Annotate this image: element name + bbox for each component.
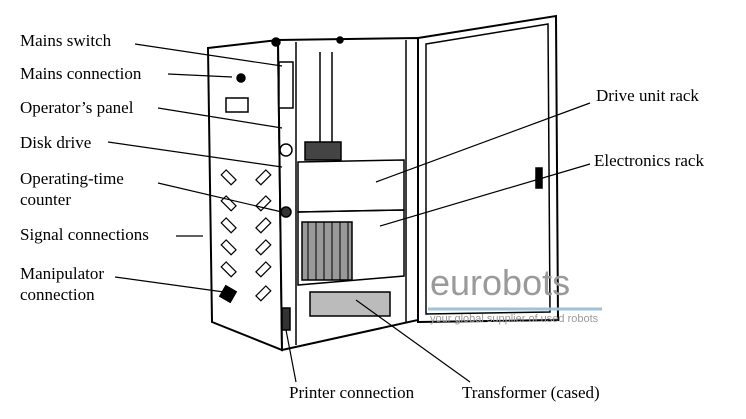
label-line-1: Operating-time bbox=[20, 169, 124, 188]
leader-lines bbox=[107, 43, 591, 383]
signal-connectors bbox=[220, 169, 272, 302]
label-transformer: Transformer (cased) bbox=[462, 383, 600, 402]
label-mains-switch: Mains switch bbox=[20, 31, 112, 50]
label-line-1: Manipulator bbox=[20, 264, 105, 283]
label-line-2: counter bbox=[20, 190, 71, 209]
label-drive-unit-rack: Drive unit rack bbox=[596, 86, 699, 105]
label-mains-connection: Mains connection bbox=[20, 64, 142, 83]
watermark-tagline: your global supplier of used robots bbox=[430, 313, 599, 325]
label-operators-panel: Operator’s panel bbox=[20, 98, 134, 117]
cabinet-door bbox=[417, 14, 560, 324]
label-line-2: connection bbox=[20, 285, 95, 304]
label-operating-time-counter: Operating-time counter bbox=[20, 168, 124, 210]
label-signal-connections: Signal connections bbox=[20, 225, 149, 244]
watermark-brand: eurobots bbox=[430, 262, 571, 303]
cabinet-side-panel bbox=[206, 38, 284, 352]
label-printer-connection: Printer connection bbox=[289, 383, 415, 402]
label-manipulator-connection: Manipulator connection bbox=[20, 263, 104, 305]
transformer bbox=[309, 291, 391, 317]
label-electronics-rack: Electronics rack bbox=[594, 151, 704, 170]
electronics-rack bbox=[297, 209, 405, 286]
label-disk-drive: Disk drive bbox=[20, 133, 92, 152]
